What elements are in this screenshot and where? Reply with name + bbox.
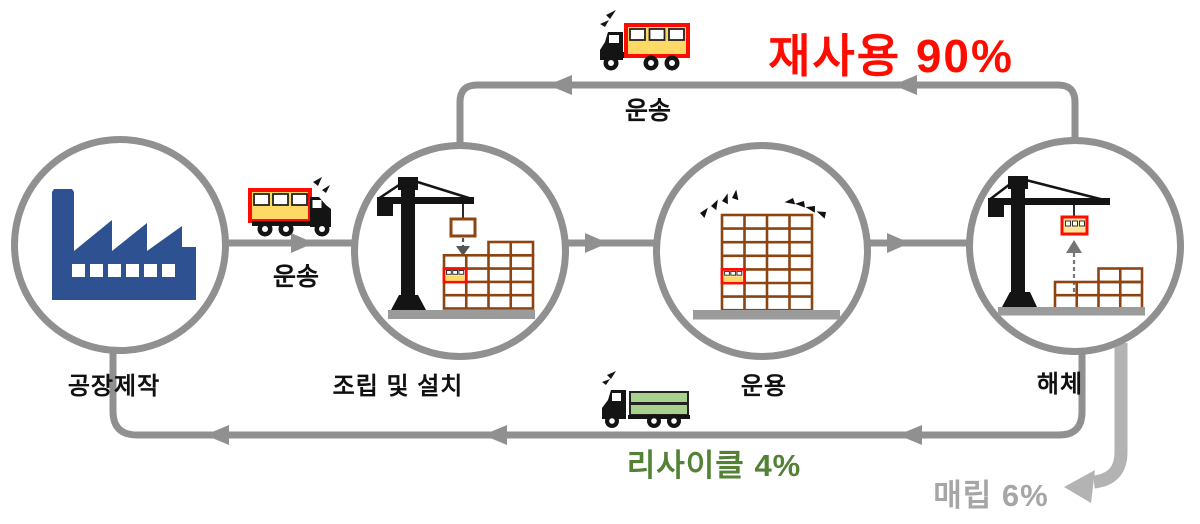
recycle-arrowhead-2 <box>483 425 507 445</box>
modular-building-icon <box>693 189 840 320</box>
highlighted-module <box>720 268 746 285</box>
landfill-arrowhead <box>1064 470 1095 503</box>
arrowhead-factory-assembly <box>291 233 314 253</box>
reuse-truck-icon <box>598 8 693 74</box>
exhaust-marks-icon <box>600 10 616 27</box>
arrowhead-operation-dismantle <box>887 233 910 253</box>
building-grid <box>720 213 814 312</box>
stage-operation-circle <box>653 142 871 360</box>
recycle-arrowhead-1 <box>205 425 229 445</box>
landfill-label: 매립 6% <box>933 478 1049 513</box>
factory-icon <box>52 189 196 300</box>
birds-icon <box>700 189 826 219</box>
reuse-label: 재사용 90% <box>768 30 1014 82</box>
stage-label-operation: 운용 <box>740 373 788 400</box>
crane-assembly-icon <box>377 177 535 319</box>
recycle-truck-icon <box>598 370 693 428</box>
crane-dismantle-icon <box>988 176 1145 316</box>
wheels-icon <box>603 55 680 71</box>
transport-label-top: 운송 <box>624 97 672 125</box>
recycle-arrowhead-3 <box>898 425 922 445</box>
arrowhead-assembly-operation <box>585 233 608 253</box>
stage-label-factory: 공장제작 <box>67 373 161 400</box>
transport-label-mid: 운송 <box>272 263 320 291</box>
highlighted-module <box>442 267 468 284</box>
stage-assembly-circle <box>351 142 569 360</box>
stage-label-assembly: 조립 및 설치 <box>332 373 464 400</box>
module-stack <box>1053 267 1144 310</box>
lifted-module <box>1060 215 1089 236</box>
factory-windows <box>72 264 175 277</box>
tower-crane-icon <box>377 177 474 310</box>
lowering-arrow-icon <box>456 238 470 256</box>
reuse-arrowhead-left <box>548 75 572 95</box>
landfill-flow-line <box>1092 343 1128 489</box>
exhaust-marks-icon <box>602 371 616 385</box>
hanging-module <box>449 217 477 238</box>
ground-bar <box>998 307 1145 316</box>
recycle-flow-line <box>109 348 1086 439</box>
tower-crane-icon <box>988 176 1110 307</box>
transport-truck-icon <box>243 172 338 240</box>
stage-dismantle-circle <box>966 137 1184 355</box>
ground-bar <box>693 310 840 320</box>
reuse-arrowhead-right <box>893 75 917 95</box>
ground-bar <box>388 310 535 319</box>
stage-factory-circle <box>11 136 229 354</box>
stage-label-dismantle: 해체 <box>1036 371 1084 398</box>
exhaust-marks-icon <box>313 177 330 193</box>
wheels-icon <box>257 221 330 237</box>
wheels-icon <box>605 414 681 428</box>
recycle-label: 리사이클 4% <box>626 448 802 483</box>
lifting-arrow-icon <box>1066 240 1082 292</box>
reuse-flow-line <box>456 81 1079 150</box>
